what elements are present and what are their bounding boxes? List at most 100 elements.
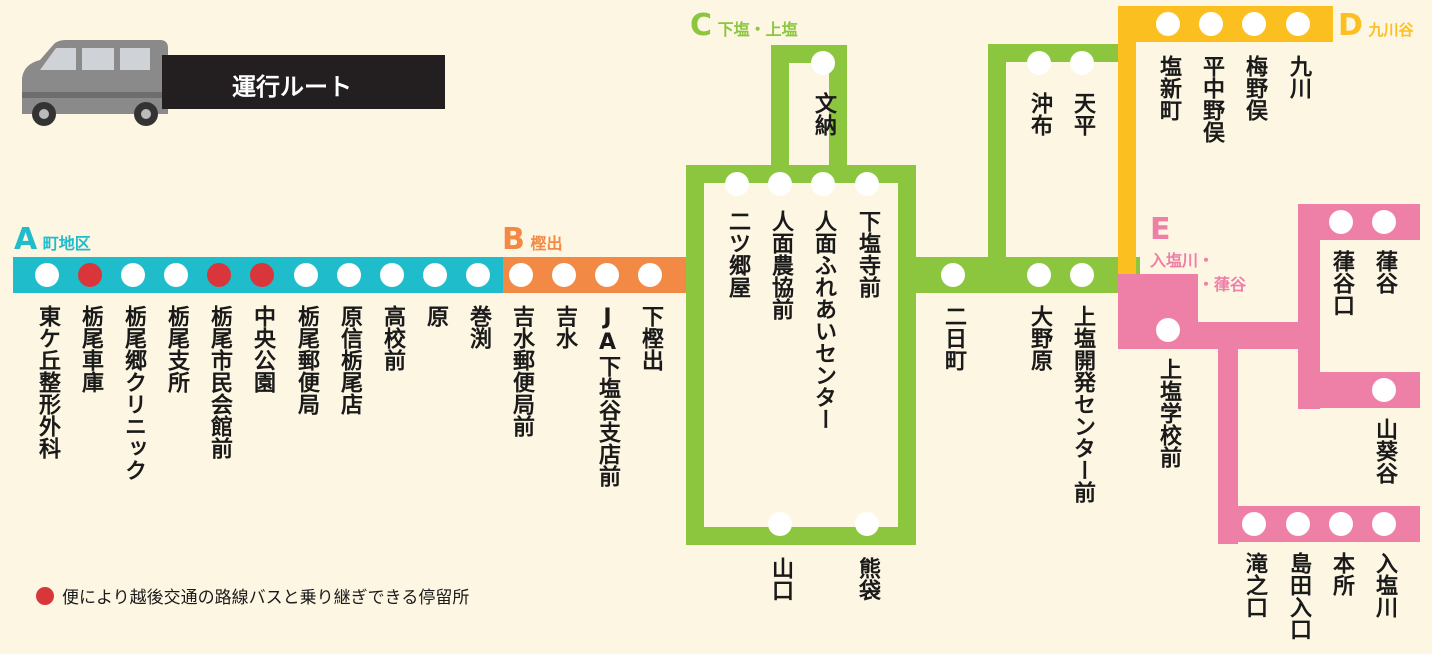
stop-dot (1027, 51, 1051, 75)
stop-dot (595, 263, 619, 287)
zone-d-label: D 九川谷 (1338, 8, 1414, 43)
legend: 便により越後交通の路線バスと乗り継ぎできる停留所 (36, 583, 469, 608)
zone-e-label: E 入塩川・ 山葵谷・葎谷 (1150, 212, 1246, 295)
stop-dot (423, 263, 447, 287)
title-bar (162, 55, 445, 109)
stop-dot (1329, 512, 1353, 536)
stop-dot (1027, 263, 1051, 287)
stop-label: 栃尾車庫 (78, 305, 103, 393)
zone-e-letter: E (1150, 212, 1171, 247)
stop-dot (768, 172, 792, 196)
stop-dot (164, 263, 188, 287)
stop-dot (1070, 263, 1094, 287)
stop-dot (1286, 12, 1310, 36)
stop-label: 文納 (811, 92, 836, 136)
stop-label: 人面農協前 (768, 210, 793, 320)
stop-label: 沖布 (1027, 92, 1052, 136)
stop-dot (811, 51, 835, 75)
stop-label: 平中野俣 (1199, 55, 1224, 143)
stop-label: 本所 (1329, 552, 1354, 596)
stop-dot (509, 263, 533, 287)
stop-label: 山葵谷 (1372, 418, 1397, 484)
stop-label: 原信栃尾店 (337, 305, 362, 415)
stop-label: 巻渕 (466, 305, 491, 349)
stop-label: 滝之口 (1242, 552, 1267, 618)
stop-label: 島田入口 (1286, 552, 1311, 640)
stop-label: 栃尾郷クリニック (121, 305, 146, 481)
stop-label: 葎谷 (1372, 250, 1397, 294)
route-e-mid (1198, 322, 1308, 349)
stop-label: 熊袋 (855, 557, 880, 601)
zone-d-name: 九川谷 (1368, 21, 1414, 39)
stop-dot (35, 263, 59, 287)
zone-b-name: 樫出 (530, 234, 563, 253)
route-e-loop-side (1298, 204, 1320, 409)
route-e-loop-bottom (1298, 372, 1420, 408)
stop-label: 吉水 (552, 305, 577, 349)
route-e-down (1218, 322, 1238, 544)
stop-dot (811, 172, 835, 196)
route-e-left (1118, 276, 1136, 348)
zone-b-letter: B (502, 222, 525, 257)
stop-dot (1286, 512, 1310, 536)
stop-label: 原 (423, 305, 448, 327)
stop-dot (855, 172, 879, 196)
stop-dot (1372, 512, 1396, 536)
stop-label: 吉水郵便局前 (509, 305, 534, 437)
legend-text: 便により越後交通の路線バスと乗り継ぎできる停留所 (62, 588, 470, 608)
zone-a-label: A 町地区 (14, 222, 91, 257)
stop-label: 梅野俣 (1242, 55, 1267, 121)
zone-c-label: C 下塩・上塩 (690, 8, 798, 43)
stop-dot (1156, 318, 1180, 342)
route-c-right-spur (988, 44, 1133, 284)
stop-dot (121, 263, 145, 287)
transfer-stop-dot (78, 263, 102, 287)
stop-label: 二日町 (941, 305, 966, 371)
zone-c-name: 下塩・上塩 (717, 20, 798, 39)
stop-label: 山口 (768, 557, 793, 601)
stop-label: 東ケ丘整形外科 (35, 305, 60, 459)
stop-dot (380, 263, 404, 287)
stop-label: 塩新町 (1156, 55, 1181, 121)
stop-dot (1329, 210, 1353, 234)
route-d-stem (1118, 6, 1136, 276)
zone-a-name: 町地区 (42, 234, 91, 253)
stop-label: 葎谷口 (1329, 250, 1354, 316)
zone-c-letter: C (690, 8, 713, 43)
stop-dot (552, 263, 576, 287)
stop-label: 下塩寺前 (855, 210, 880, 298)
stop-label: 天平 (1070, 92, 1095, 136)
zone-a-letter: A (14, 222, 38, 257)
stop-label: 上塩開発センター前 (1070, 305, 1095, 503)
stop-label: 高校前 (380, 305, 405, 371)
zone-e-name-2: 山葵谷・葎谷 (1150, 275, 1247, 294)
transfer-dot-icon (36, 586, 54, 605)
stop-dot (337, 263, 361, 287)
stop-label: 大野原 (1027, 305, 1052, 371)
zone-d-letter: D (1338, 8, 1363, 43)
stop-dot (1372, 378, 1396, 402)
stop-dot (1242, 512, 1266, 536)
transfer-stop-dot (207, 263, 231, 287)
stop-label: 栃尾市民会館前 (207, 305, 232, 459)
stop-label: 人面ふれあいセンター (811, 210, 836, 430)
stop-label: 下樫出 (638, 305, 663, 371)
bus-icon (10, 34, 168, 126)
page-title: 運行ルート (232, 73, 352, 101)
stop-dot (941, 263, 965, 287)
stop-label: 九川 (1286, 55, 1311, 99)
stop-label: 上塩学校前 (1156, 358, 1181, 468)
stop-dot (294, 263, 318, 287)
stop-label: 栃尾郵便局 (294, 305, 319, 415)
stop-label: JA下塩谷支店前 (595, 305, 620, 487)
zone-e-name-1: 入塩川・ (1150, 251, 1215, 270)
stop-label: 二ツ郷屋 (725, 210, 750, 298)
stop-dot (466, 263, 490, 287)
stop-dot (768, 512, 792, 536)
stop-dot (1156, 12, 1180, 36)
stop-dot (1372, 210, 1396, 234)
route-c-loop (686, 165, 916, 545)
stop-dot (1199, 12, 1223, 36)
stop-dot (1070, 51, 1094, 75)
stop-label: 中央公園 (250, 305, 275, 393)
